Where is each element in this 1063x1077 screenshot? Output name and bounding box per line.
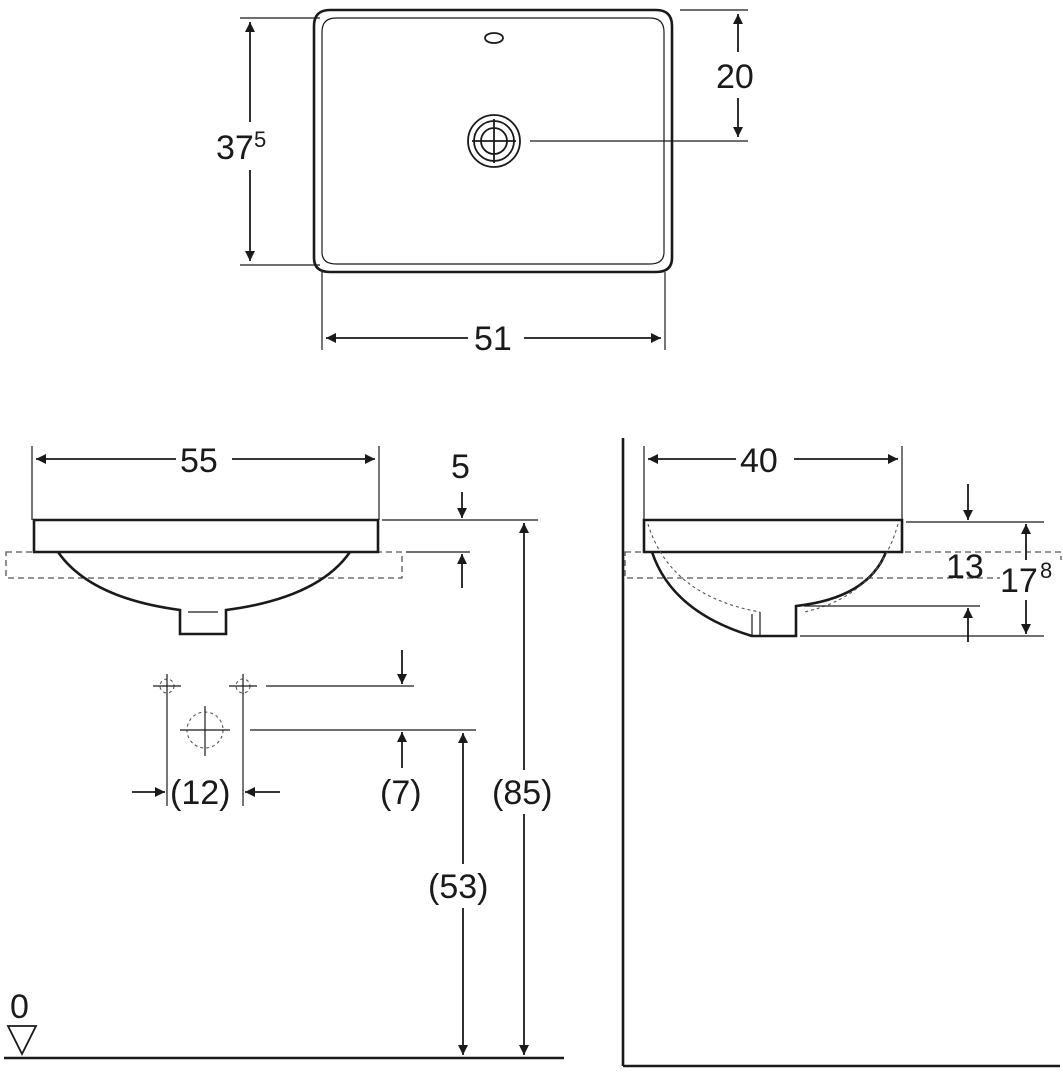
drain-icon <box>467 114 521 168</box>
drain-offset-label: 20 <box>716 58 754 96</box>
basin-top-outline <box>312 8 674 274</box>
top-depth-sup: 5 <box>254 127 266 152</box>
side-countertop <box>624 551 1062 579</box>
drain-marker-icon <box>180 706 230 756</box>
top-view: 37 5 20 51 <box>214 8 768 360</box>
tap-height-label: (7) <box>380 774 422 812</box>
tap-spacing-label: (12) <box>170 774 230 812</box>
bowl-depth-label: 13 <box>946 548 984 586</box>
side-basin-bowl <box>650 551 888 638</box>
floor-level-icon <box>6 1025 38 1057</box>
basin-bowl <box>56 551 352 636</box>
top-depth-label: 37 <box>216 129 254 167</box>
side-depth-label: 40 <box>740 442 778 480</box>
basin-top-inner <box>321 17 665 265</box>
side-view: 40 13 17 8 <box>621 438 1062 1068</box>
overflow-hole <box>484 32 504 44</box>
floor-level-label: 0 <box>10 988 29 1026</box>
basin-rim <box>32 518 380 554</box>
top-width-label: 51 <box>474 320 512 358</box>
tap-marker-left-icon <box>153 674 181 698</box>
front-view: 55 5 (12) (7) <box>4 438 564 1060</box>
drain-height-label: (53) <box>428 868 488 906</box>
rim-thickness-label: 5 <box>451 448 470 486</box>
total-height-label: (85) <box>492 774 552 812</box>
countertop <box>5 551 403 579</box>
total-depth-sup: 8 <box>1040 558 1052 583</box>
front-width-label: 55 <box>180 442 218 480</box>
total-depth-label: 17 <box>1000 562 1038 600</box>
side-basin-rim <box>642 518 904 554</box>
tap-marker-right-icon <box>229 674 257 698</box>
